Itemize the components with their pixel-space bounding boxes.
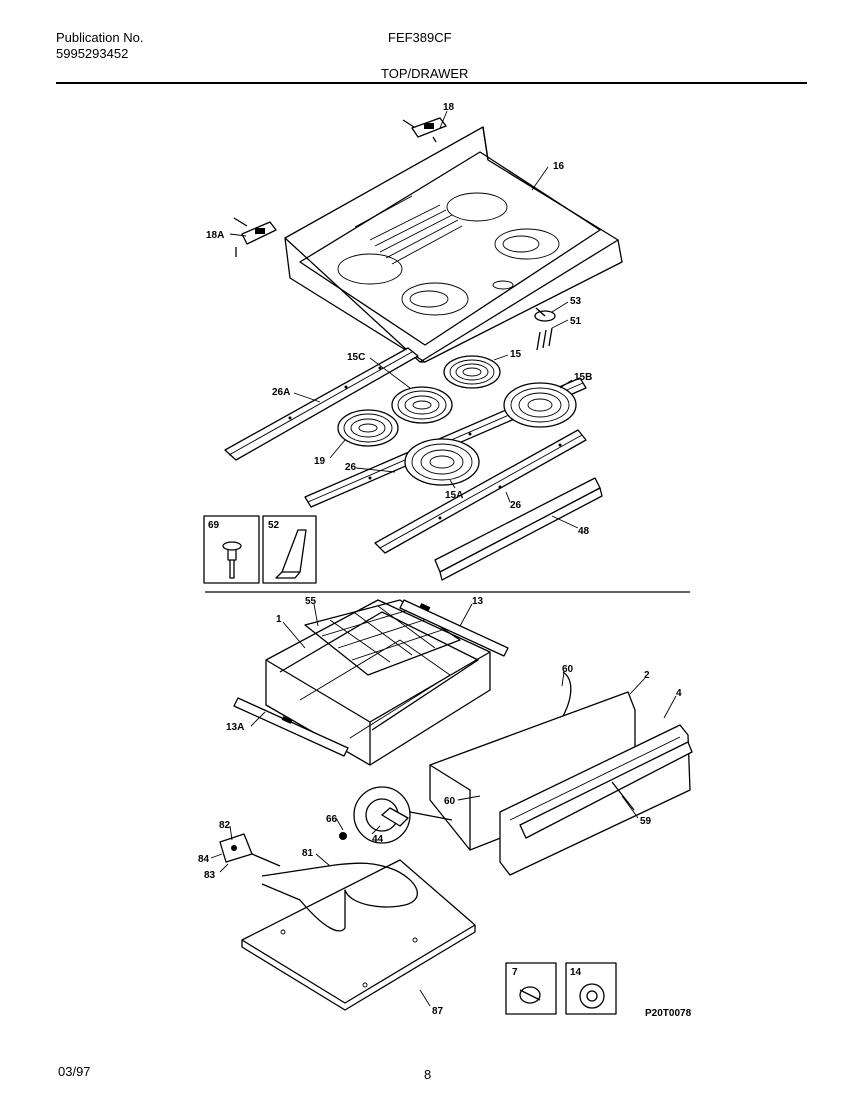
callout: 51 bbox=[570, 316, 582, 327]
drawer-body bbox=[265, 599, 491, 766]
callout: 13 bbox=[472, 596, 484, 607]
callout: 26A bbox=[272, 387, 290, 398]
diagram-code: P20T0078 bbox=[645, 1008, 692, 1019]
callout-leaders bbox=[210, 110, 677, 1007]
bake-element-81 bbox=[261, 862, 418, 932]
callout: 26 bbox=[510, 500, 522, 511]
screws-51 bbox=[536, 327, 553, 351]
publication-label: Publication No. bbox=[56, 30, 144, 45]
surface-element-15c bbox=[391, 386, 453, 424]
callout: 48 bbox=[578, 526, 590, 537]
surface-element-15 bbox=[443, 355, 501, 389]
burner-rail-26a bbox=[224, 347, 419, 461]
callout: 55 bbox=[305, 596, 317, 607]
callout: 15C bbox=[347, 352, 365, 363]
publication-number: 5995293452 bbox=[56, 46, 129, 61]
callout: 15B bbox=[574, 372, 592, 383]
terminal-block-53 bbox=[534, 307, 556, 322]
callout: 1 bbox=[276, 614, 282, 625]
drawer-gasket-60 bbox=[561, 671, 572, 719]
drawer-slide-13 bbox=[399, 599, 509, 657]
callout: 53 bbox=[570, 296, 582, 307]
header-rule bbox=[56, 82, 807, 84]
callout: 66 bbox=[326, 814, 338, 825]
callout: 44 bbox=[372, 834, 384, 845]
surface-element-15a bbox=[404, 438, 480, 486]
model-number: FEF389CF bbox=[388, 30, 452, 45]
inset-box-52 bbox=[262, 515, 317, 584]
callout: 16 bbox=[553, 161, 565, 172]
drawer-handle-59 bbox=[519, 741, 693, 839]
drawer-rack-55 bbox=[304, 599, 461, 676]
top-end-bracket-18a bbox=[233, 217, 277, 257]
callout: 83 bbox=[204, 870, 216, 881]
callout: 15A bbox=[445, 490, 463, 501]
surface-element-19 bbox=[337, 409, 399, 447]
callout: 4 bbox=[676, 688, 682, 699]
inset-box-14 bbox=[565, 962, 617, 1015]
callout: 82 bbox=[219, 820, 231, 831]
callout: 14 bbox=[570, 967, 582, 978]
cooktop-glass-top bbox=[284, 126, 623, 363]
callout: 60 bbox=[562, 664, 574, 675]
footer-date: 03/97 bbox=[58, 1064, 91, 1079]
heat-shield-48 bbox=[434, 477, 603, 581]
drawer-stop-44 bbox=[353, 786, 453, 844]
oven-bottom-panel-87 bbox=[241, 859, 476, 1011]
callout: 19 bbox=[314, 456, 326, 467]
callout: 81 bbox=[302, 848, 314, 859]
section-title: TOP/DRAWER bbox=[381, 66, 469, 81]
thermostat-82 bbox=[219, 833, 281, 867]
callout: 60 bbox=[444, 796, 456, 807]
callout: 2 bbox=[644, 670, 650, 681]
callout: 7 bbox=[512, 967, 518, 978]
drawer-slide-13a bbox=[233, 697, 349, 757]
inset-box-7 bbox=[505, 962, 557, 1015]
burner-rail-26-right bbox=[374, 429, 587, 554]
callout: 84 bbox=[198, 854, 210, 865]
spacer-66 bbox=[339, 832, 347, 840]
callout: 26 bbox=[345, 462, 357, 473]
surface-element-15b bbox=[503, 382, 577, 428]
callout: 87 bbox=[432, 1006, 444, 1017]
callout: 69 bbox=[208, 520, 220, 531]
callout: 52 bbox=[268, 520, 280, 531]
top-end-bracket-18 bbox=[402, 117, 447, 143]
callout: 18 bbox=[443, 102, 455, 113]
footer-page-number: 8 bbox=[424, 1067, 432, 1082]
inset-box-69 bbox=[203, 515, 260, 584]
callout: 15 bbox=[510, 349, 522, 360]
callout: 18A bbox=[206, 230, 224, 241]
callout: 59 bbox=[640, 816, 652, 827]
callout: 13A bbox=[226, 722, 244, 733]
